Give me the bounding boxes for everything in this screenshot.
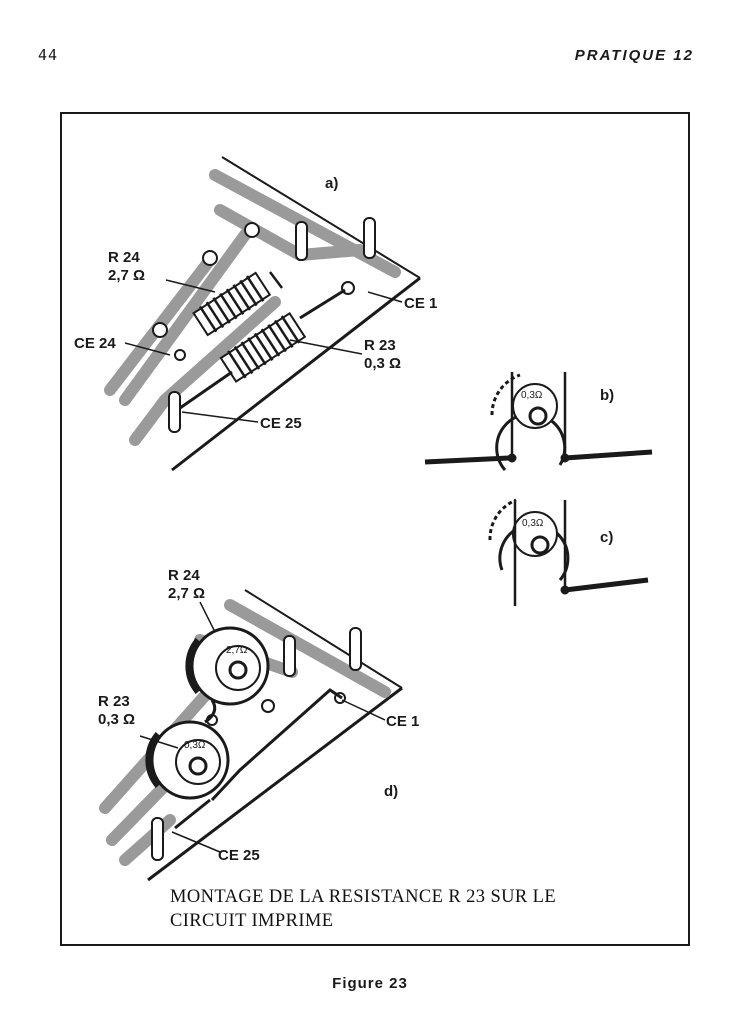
panel-d-r23-inner-value: 0,3Ω (184, 740, 206, 751)
panel-d-ce1: CE 1 (386, 713, 419, 730)
panel-a-ce24: CE 24 (74, 335, 116, 352)
panel-d-letter: d) (384, 783, 398, 800)
panel-d-r24-value: 2,7 Ω (168, 585, 205, 602)
figure-frame (60, 112, 690, 946)
panel-a-ce25: CE 25 (260, 415, 302, 432)
page-number: 44 (38, 46, 59, 64)
panel-d-r24-name: R 24 (168, 567, 200, 584)
panel-b-letter: b) (600, 387, 614, 404)
caption-line-2: CIRCUIT IMPRIME (170, 911, 334, 931)
panel-c-letter: c) (600, 529, 613, 546)
panel-d-r23-value: 0,3 Ω (98, 711, 135, 728)
figure-caption: MONTAGE DE LA RESISTANCE R 23 SUR LE CIR… (170, 885, 680, 933)
panel-b-resistor-value: 0,3Ω (521, 390, 543, 401)
panel-d-r23-name: R 23 (98, 693, 130, 710)
caption-line-1: MONTAGE DE LA RESISTANCE R 23 SUR LE (170, 887, 557, 907)
panel-d-drawing (99, 589, 403, 882)
panel-d-ce25: CE 25 (218, 847, 260, 864)
panel-b-drawing (424, 372, 653, 471)
panel-c-resistor-value: 0,3Ω (522, 518, 544, 529)
figure-label: Figure 23 (332, 975, 408, 992)
panel-a-r24-name: R 24 (108, 249, 140, 266)
panel-a-letter: a) (325, 175, 338, 192)
panel-a-r23-value: 0,3 Ω (364, 355, 401, 372)
panel-a-r23-name: R 23 (364, 337, 396, 354)
running-title: PRATIQUE 12 (574, 47, 694, 64)
panel-a-drawing (104, 156, 421, 472)
panel-a-r24-value: 2,7 Ω (108, 267, 145, 284)
panel-a-ce1: CE 1 (404, 295, 437, 312)
panel-d-r24-inner-value: 2,7Ω (226, 645, 248, 656)
panel-c-drawing (488, 498, 649, 606)
